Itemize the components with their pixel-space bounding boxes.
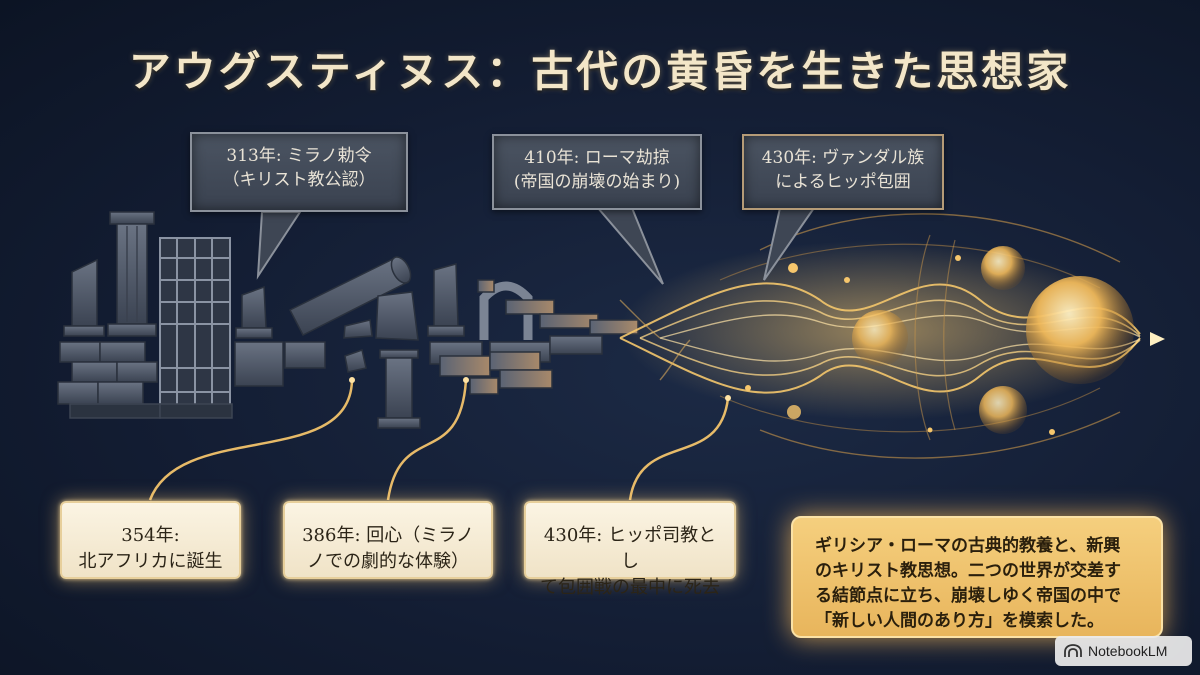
glowing-orbs xyxy=(745,246,1134,435)
ruins-group xyxy=(57,211,639,429)
bottom-connectors xyxy=(148,379,730,501)
connector-dots xyxy=(349,377,731,401)
event-bubble-430-siege: 430年: ヴァンダル族 によるヒッポ包囲 xyxy=(742,134,944,210)
event-text: によるヒッポ包囲 xyxy=(775,172,911,192)
summary-line: ギリシア・ローマの古典的教養と、新興 xyxy=(815,536,1121,556)
event-text: （キリスト教公認） xyxy=(222,170,376,190)
event-text: 430年: ヴァンダル族 xyxy=(761,148,925,168)
event-box-430-death: 430年: ヒッポ司教とし て包囲戦の最中に死去 xyxy=(524,501,736,598)
page-title: アウグスティヌス：古代の黄昏を生きた思想家 xyxy=(128,47,1072,96)
summary-line: のキリスト教思想。二つの世界が交差す xyxy=(815,561,1121,581)
notebooklm-badge: NotebookLM xyxy=(1055,636,1192,666)
event-box-386: 386年: 回心（ミラノ ノでの劇的な体験） xyxy=(283,501,493,579)
event-text: 430年: ヒッポ司教とし xyxy=(543,525,717,572)
event-text: 354年: xyxy=(121,525,180,546)
event-text: 北アフリカに誕生 xyxy=(78,551,223,572)
timeline-axis xyxy=(38,332,1165,346)
notebooklm-logo-icon xyxy=(1064,644,1082,657)
event-text: 410年: ローマ劫掠 xyxy=(524,148,670,168)
event-text: (帝国の崩壊の始まり) xyxy=(513,172,681,192)
event-text: ノでの劇的な体験） xyxy=(307,551,469,572)
top-callout-tails xyxy=(256,207,816,285)
event-text: 386年: 回心（ミラノ xyxy=(302,525,474,546)
event-text: 313年: ミラノ勅令 xyxy=(226,146,372,166)
event-bubble-410: 410年: ローマ劫掠 (帝国の崩壊の始まり) xyxy=(492,134,702,210)
summary-line: 「新しい人間のあり方」を模索した。 xyxy=(815,611,1104,631)
summary-line: る結節点に立ち、崩壊しゆく帝国の中で xyxy=(815,586,1121,606)
event-text: て包囲戦の最中に死去 xyxy=(540,577,720,598)
event-bubble-313: 313年: ミラノ勅令 （キリスト教公認） xyxy=(190,132,408,212)
summary-box: ギリシア・ローマの古典的教養と、新興 のキリスト教思想。二つの世界が交差す る結… xyxy=(791,516,1163,638)
badge-label: NotebookLM xyxy=(1088,643,1168,659)
event-box-354: 354年: 北アフリカに誕生 xyxy=(60,501,241,579)
